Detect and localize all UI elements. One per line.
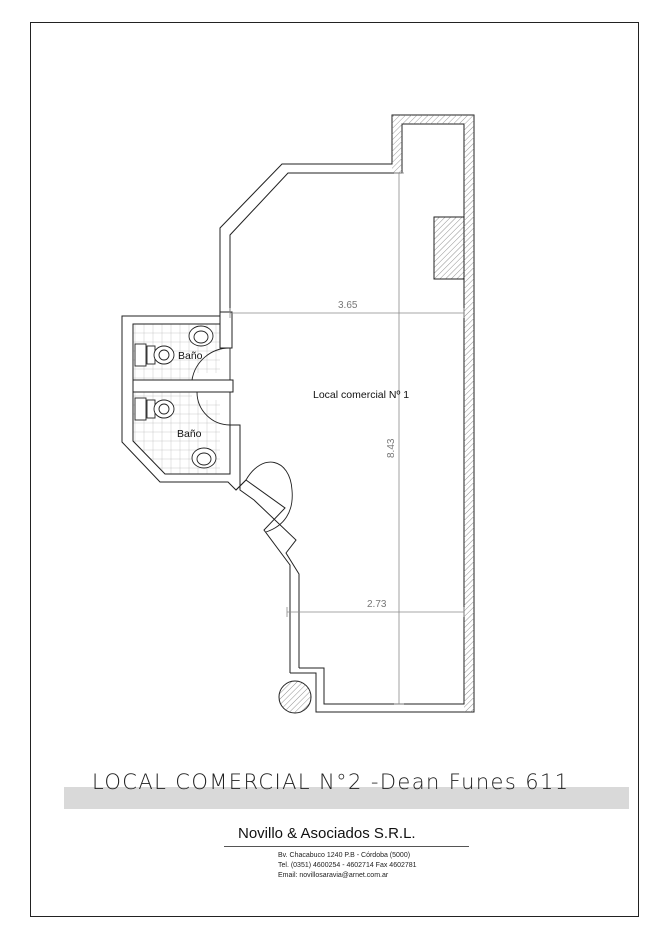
company-name: Novillo & Asociados S.R.L. xyxy=(238,825,416,842)
room-label: Local comercial Nº 1 xyxy=(313,389,409,401)
dimension-height: 8.43 xyxy=(386,438,397,458)
wall-hatch xyxy=(392,115,474,712)
sheet-border xyxy=(30,22,639,917)
toilet-tank-icon xyxy=(134,397,147,421)
right-wall-column xyxy=(433,216,465,280)
round-column xyxy=(278,680,312,714)
sheet-title: LOCAL COMERCIAL N°2 -Dean Funes 611 xyxy=(92,770,570,794)
lower-bathroom-door-swing xyxy=(196,391,231,426)
dimension-bottom-width: 2.73 xyxy=(367,599,387,610)
bathroom-fixtures xyxy=(134,325,217,469)
bathroom-label-lower: Baño xyxy=(177,428,202,440)
doors xyxy=(191,347,293,533)
company-divider xyxy=(224,846,469,847)
bathroom-partition xyxy=(132,379,234,393)
bathroom-label-upper: Baño xyxy=(178,350,203,362)
title-band xyxy=(64,787,629,809)
company-phone: Tel. (0351) 4600254 - 4602714 Fax 460278… xyxy=(278,862,417,869)
entrance-door-swing xyxy=(245,461,293,533)
toilet-tank-icon xyxy=(134,343,147,367)
company-email: Email: novillosaravia@arnet.com.ar xyxy=(278,872,389,879)
dimension-top-width: 3.65 xyxy=(338,300,358,311)
company-address: Bv. Chacabuco 1240 P.B - Córdoba (5000) xyxy=(278,852,411,859)
dimension-lines xyxy=(229,172,465,705)
upper-bathroom-door-swing xyxy=(191,347,231,381)
